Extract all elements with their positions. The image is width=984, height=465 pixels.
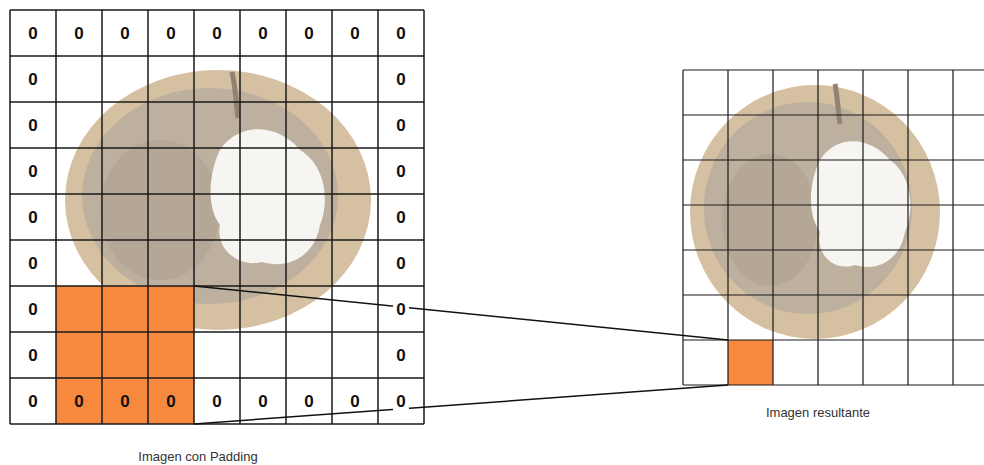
padding-zero: 0 — [163, 392, 178, 411]
padding-zero: 0 — [393, 24, 408, 43]
padding-zero: 0 — [25, 116, 40, 135]
padding-zero: 0 — [347, 392, 362, 411]
apple-stem — [835, 84, 840, 124]
projection-line — [194, 385, 728, 424]
apple-rot — [82, 88, 338, 304]
padding-zero: 0 — [255, 392, 270, 411]
apple-stem — [232, 72, 238, 118]
padding-zero: 0 — [255, 24, 270, 43]
padding-zero: 0 — [347, 24, 362, 43]
padding-zero: 0 — [393, 254, 408, 273]
padding-zero: 0 — [71, 24, 86, 43]
padding-zero: 0 — [25, 254, 40, 273]
image-caption: Imagen resultante — [764, 405, 872, 420]
mold-patch — [211, 129, 325, 264]
apple-rot — [722, 154, 818, 286]
padding-zero: 0 — [25, 162, 40, 181]
padding-zero: 0 — [25, 70, 40, 89]
padding-zero: 0 — [393, 300, 408, 319]
apple-rot — [100, 140, 220, 280]
padding-zero: 0 — [117, 392, 132, 411]
padding-zero: 0 — [301, 392, 316, 411]
padding-zero: 0 — [393, 346, 408, 365]
apple-rot — [704, 102, 912, 314]
padding-zero: 0 — [25, 208, 40, 227]
padding-zero: 0 — [25, 346, 40, 365]
padding-zero: 0 — [301, 24, 316, 43]
padded-grid — [10, 10, 424, 424]
result-cell — [728, 340, 773, 385]
kernel-window — [56, 286, 194, 424]
padding-zero: 0 — [25, 300, 40, 319]
padding-zero: 0 — [393, 116, 408, 135]
padding-zero: 0 — [209, 24, 224, 43]
padding-zero: 0 — [25, 392, 40, 411]
padding-zero: 0 — [393, 208, 408, 227]
projection-line — [194, 286, 728, 340]
padding-zero: 0 — [393, 162, 408, 181]
padding-zero: 0 — [209, 392, 224, 411]
padding-zero: 0 — [25, 24, 40, 43]
image-caption: Imagen con Padding — [136, 449, 259, 464]
padding-zero: 0 — [163, 24, 178, 43]
padding-zero: 0 — [117, 24, 132, 43]
result-grid — [683, 70, 984, 385]
padding-zero: 0 — [71, 392, 86, 411]
padding-zero: 0 — [393, 392, 408, 411]
padding-zero: 0 — [393, 70, 408, 89]
